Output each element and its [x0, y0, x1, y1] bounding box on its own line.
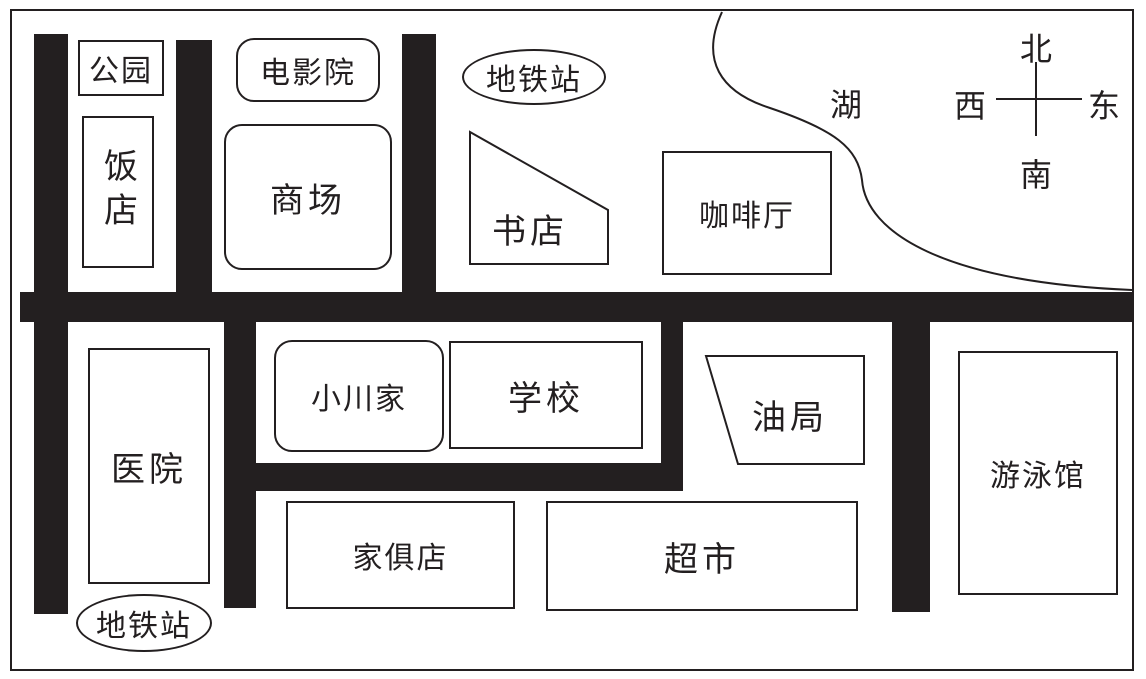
subway-station-north-label: 地铁站 [486, 63, 582, 98]
cinema-label: 电影院 [260, 56, 356, 91]
road-school-horizontal [250, 463, 682, 491]
compass-west: 西 [954, 87, 987, 125]
cafe-label: 咖啡厅 [699, 199, 795, 234]
road-east-vertical [892, 318, 930, 612]
ogawa-home[interactable]: 小川家 [274, 340, 444, 452]
school-label: 学校 [508, 378, 584, 419]
restaurant[interactable]: 饭店 [82, 116, 154, 268]
bookstore-label: 书店 [492, 212, 568, 252]
mall[interactable]: 商场 [224, 124, 392, 270]
cinema[interactable]: 电影院 [236, 38, 380, 102]
park[interactable]: 公园 [78, 40, 164, 96]
compass-south: 南 [1020, 156, 1053, 194]
furniture-store-label: 家俱店 [352, 541, 449, 576]
road-main-horizontal [20, 292, 1134, 322]
park-label: 公园 [89, 54, 153, 89]
compass-north: 北 [1020, 30, 1053, 68]
post-office-shape[interactable] [704, 355, 865, 465]
hospital-label: 医院 [111, 449, 187, 490]
subway-station-north[interactable]: 地铁站 [462, 49, 606, 105]
road-mall-vertical [402, 34, 436, 296]
compass-east: 东 [1088, 87, 1121, 125]
road-school-vertical [661, 318, 683, 491]
supermarket-label: 超市 [664, 539, 740, 580]
road-park-vertical [176, 40, 212, 296]
mall-label: 商场 [270, 180, 346, 221]
post-office-label: 油局 [752, 398, 828, 438]
map-border [10, 9, 1134, 671]
swimming-pool[interactable]: 游泳馆 [958, 351, 1118, 595]
school[interactable]: 学校 [449, 341, 643, 449]
bookstore-shape[interactable] [469, 130, 609, 265]
restaurant-label: 饭店 [97, 148, 138, 236]
subway-station-south[interactable]: 地铁站 [76, 594, 212, 652]
road-west-vertical [34, 34, 68, 614]
furniture-store[interactable]: 家俱店 [286, 501, 515, 609]
ogawa-home-label: 小川家 [311, 382, 407, 417]
cafe[interactable]: 咖啡厅 [662, 151, 832, 275]
lake-shoreline [712, 11, 1133, 291]
subway-station-south-label: 地铁站 [96, 609, 192, 644]
hospital[interactable]: 医院 [88, 348, 210, 584]
lake-label: 湖 [830, 86, 863, 124]
swimming-pool-label: 游泳馆 [990, 459, 1086, 494]
supermarket[interactable]: 超市 [546, 501, 858, 611]
